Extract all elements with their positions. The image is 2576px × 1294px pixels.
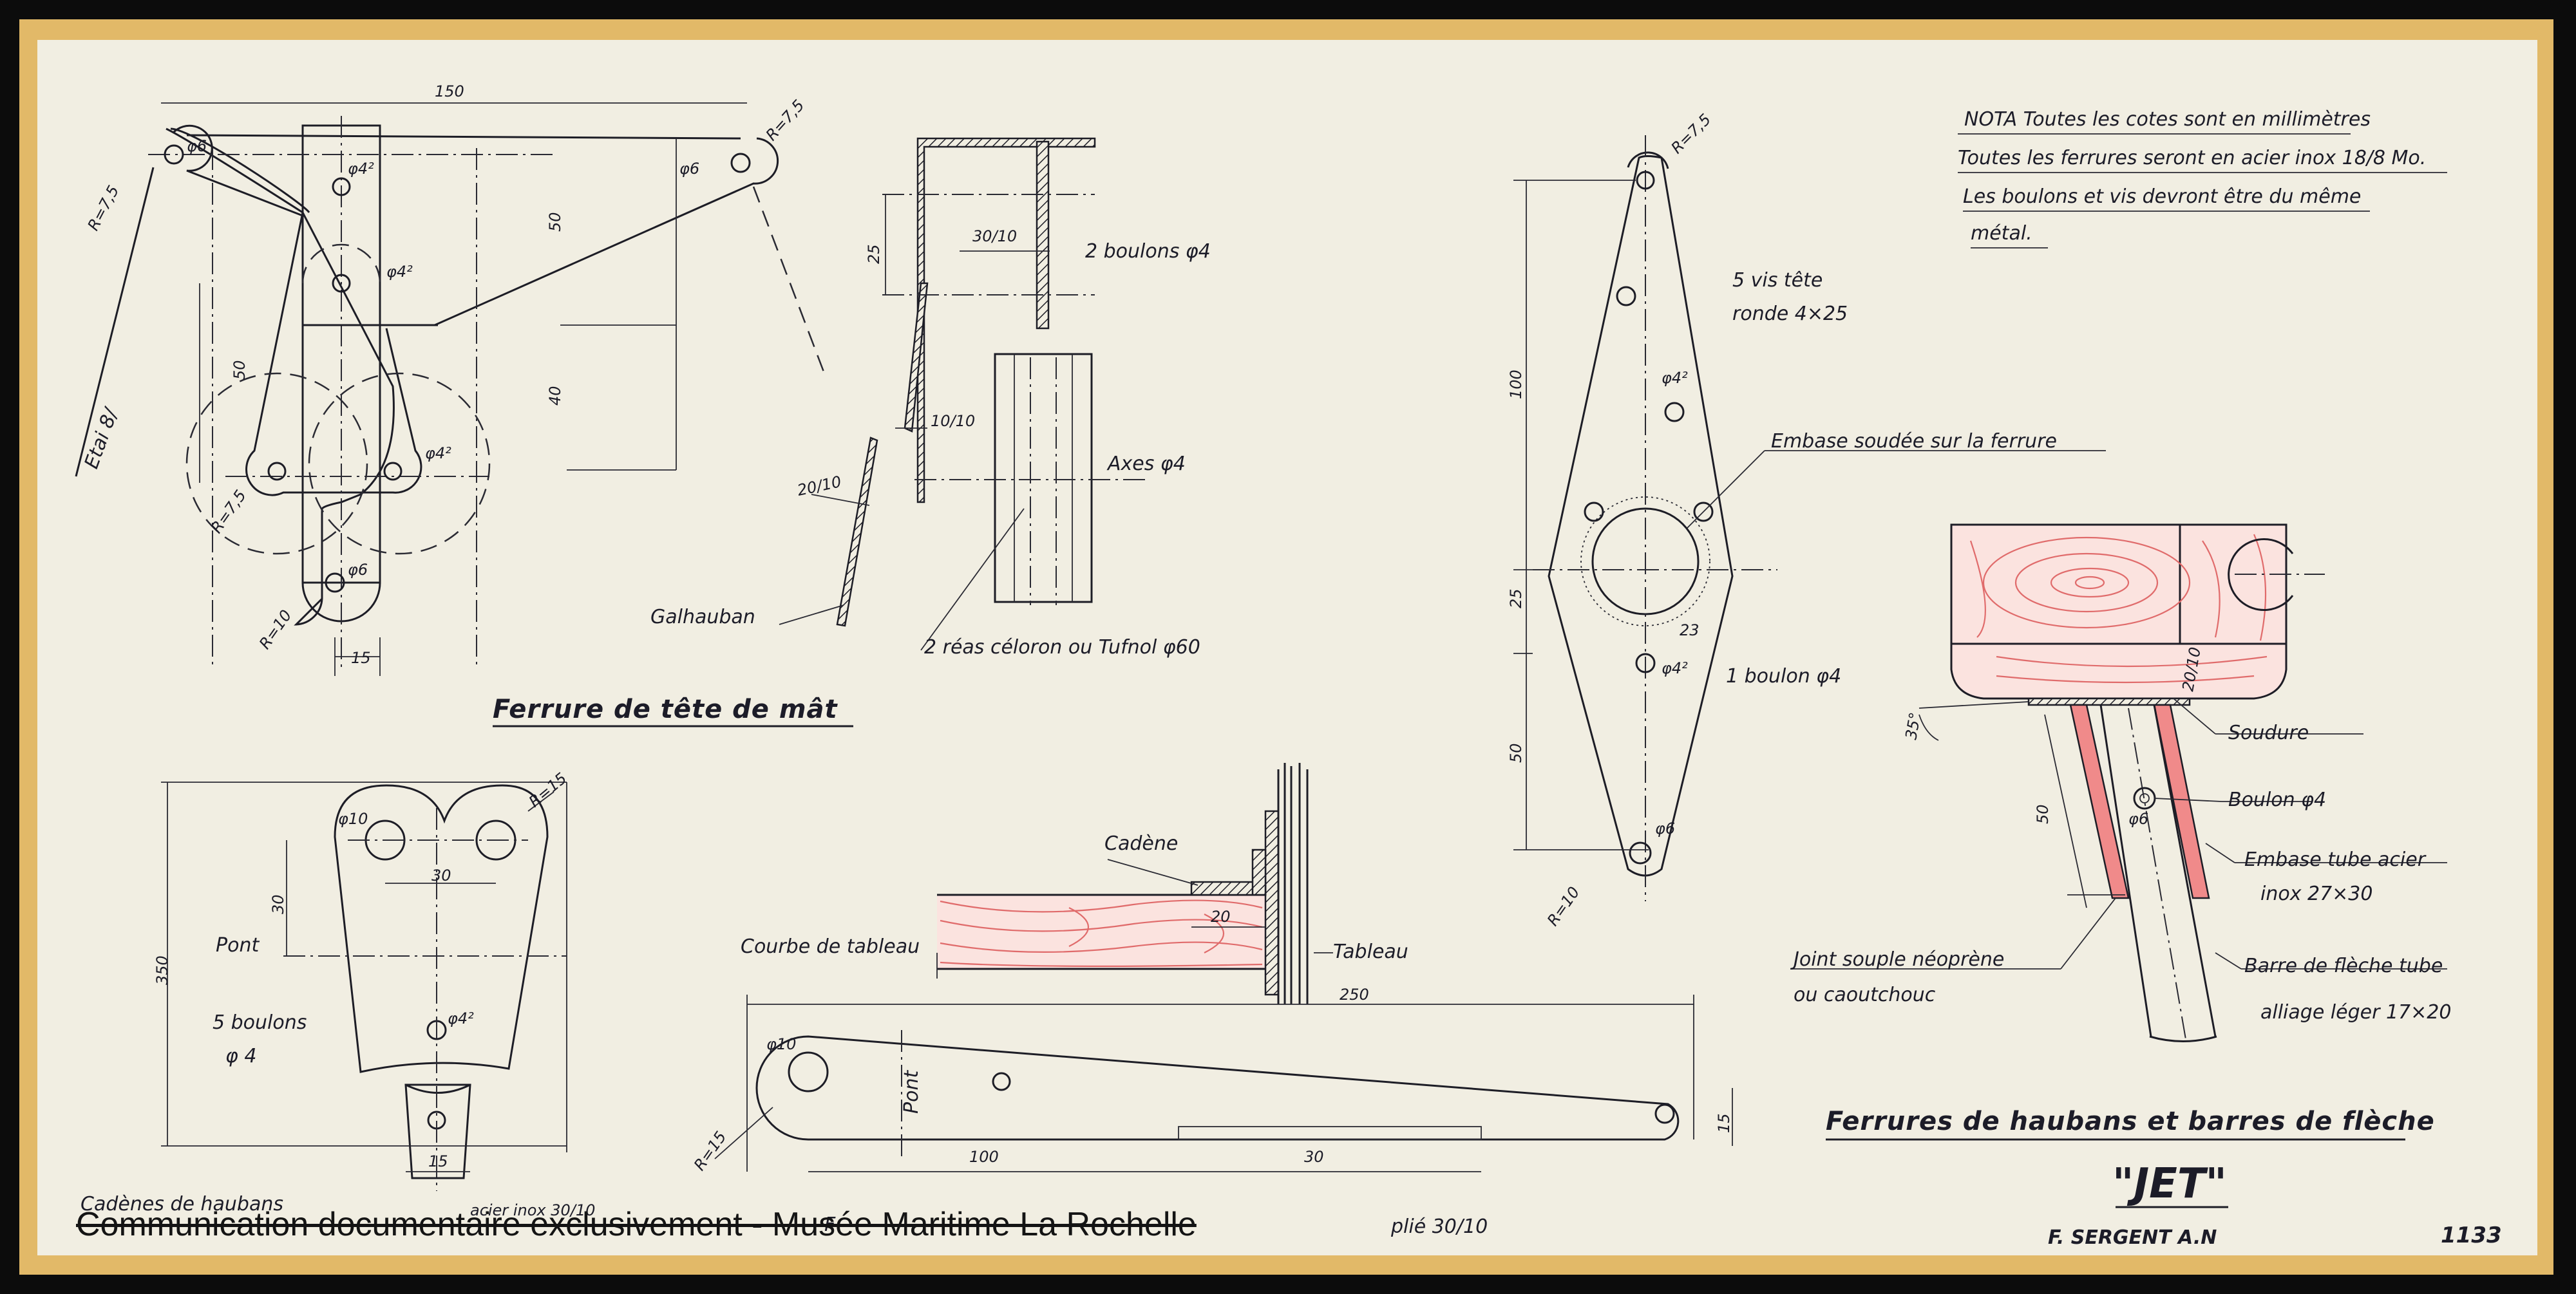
dim-25-bracket: 25 — [865, 244, 883, 264]
note-line3: Les boulons et vis devront être du même — [1963, 185, 2361, 208]
dim-10-10: 10/10 — [931, 412, 975, 430]
bottom-strap — [714, 995, 1733, 1172]
dim-15-strap: 15 — [1715, 1113, 1733, 1133]
dim-250: 250 — [1340, 986, 1369, 1004]
dim-phi6-bottom: φ6 — [348, 561, 368, 579]
dim-50-left: 50 — [231, 360, 249, 380]
dim-23: 23 — [1680, 621, 1700, 639]
note-line4: métal. — [1971, 222, 2032, 245]
dim-phi4-chain: φ4² — [448, 1009, 474, 1027]
label-soudure: Soudure — [2228, 722, 2309, 744]
dim-30-chain: 30 — [269, 894, 287, 914]
dim-15-chain: 15 — [428, 1152, 448, 1170]
label-galhauban: Galhauban — [650, 606, 755, 628]
label-tableau: Tableau — [1333, 941, 1408, 963]
dim-100: 100 — [1507, 370, 1525, 399]
label-embase-tube-line2: inox 27×30 — [2260, 883, 2372, 905]
dim-30-strap: 30 — [1304, 1148, 1324, 1166]
caption-fold-note: plié 30/10 — [1390, 1215, 1488, 1238]
boat-name: "JET" — [2112, 1160, 2227, 1208]
title-masthead-fitting: Ferrure de tête de mât — [493, 695, 838, 724]
label-courbe: Courbe de tableau — [741, 935, 920, 958]
dim-50-spreader: 50 — [1507, 743, 1525, 763]
chainplate-view — [161, 782, 567, 1191]
dim-phi10-chain: φ10 — [338, 810, 368, 828]
dim-phi6-tube: φ6 — [2128, 810, 2148, 828]
sheet-number: 1133 — [2441, 1223, 2502, 1248]
label-boulon-phi4: Boulon φ4 — [2228, 789, 2326, 811]
dim-phi6-spreader: φ6 — [1655, 820, 1675, 838]
label-barre-line1: Barre de flèche tube — [2244, 955, 2443, 977]
dim-phi6-top-left: φ6 — [187, 137, 207, 155]
dim-30-10: 30/10 — [972, 227, 1017, 245]
note-line1: NOTA Toutes les cotes sont en millimètre… — [1964, 108, 2371, 131]
label-screws-line2: ronde 4×25 — [1732, 303, 1848, 325]
dim-40-right: 40 — [546, 386, 564, 406]
dim-25-spreader: 25 — [1507, 588, 1525, 608]
label-sheaves: 2 réas céloron ou Tufnol φ60 — [924, 636, 1200, 659]
dim-30-chain-h: 30 — [431, 867, 451, 885]
dim-100-strap: 100 — [969, 1148, 999, 1166]
label-screws-line1: 5 vis tête — [1732, 269, 1823, 292]
dim-15-bottom: 15 — [351, 649, 371, 667]
note-line2: Toutes les ferrures seront en acier inox… — [1958, 147, 2426, 169]
dim-150: 150 — [435, 82, 464, 100]
label-embase-tube-line1: Embase tube acier — [2244, 849, 2427, 871]
label-five-bolts-line1: 5 boulons — [213, 1011, 307, 1034]
dim-phi6-top-right: φ6 — [679, 160, 699, 178]
title-shroud-fittings: Ferrures de haubans et barres de flèche — [1826, 1107, 2435, 1136]
dim-phi10-strap: φ10 — [766, 1035, 796, 1053]
label-joint-line1: Joint souple néoprène — [1790, 948, 2004, 971]
caption-chainplate-note: acier inox 30/10 — [470, 1201, 595, 1219]
label-embase: Embase soudée sur la ferrure — [1771, 430, 2057, 453]
general-notes: NOTA Toutes les cotes sont en millimètre… — [1958, 108, 2447, 248]
masthead-bracket-side-view — [779, 137, 1146, 651]
dim-phi4-spreader-top: φ4² — [1662, 369, 1688, 387]
dim-phi4-c: φ4² — [425, 444, 451, 462]
dim-phi4-spreader-bottom: φ4² — [1662, 659, 1688, 677]
label-axes: Axes φ4 — [1106, 453, 1186, 475]
transom-detail — [936, 763, 1333, 1004]
label-pont: Pont — [216, 934, 260, 957]
label-pont-vertical: Pont — [900, 1070, 923, 1114]
caption-partial-center: F — [824, 1214, 836, 1236]
dim-phi4-b: φ4² — [386, 263, 413, 281]
label-one-bolt: 1 boulon φ4 — [1726, 665, 1841, 688]
dim-50-right: 50 — [546, 212, 564, 232]
label-five-bolts-line2: φ 4 — [225, 1045, 256, 1067]
label-barre-line2: alliage léger 17×20 — [2260, 1001, 2451, 1024]
dim-phi4-a: φ4² — [348, 160, 374, 178]
archive-watermark: Communication documentaire exclusivement… — [76, 1206, 1197, 1243]
masthead-fitting-front-view — [75, 102, 826, 676]
spreader-root-section — [1790, 523, 2447, 1044]
label-cadene: Cadène — [1104, 832, 1178, 855]
spreader-plate — [1513, 135, 2106, 901]
label-two-bolts: 2 boulons φ4 — [1085, 240, 1211, 263]
caption-chainplates: Cadènes de haubans — [80, 1193, 283, 1215]
author: F. SERGENT A.N — [2048, 1226, 2217, 1249]
dim-50-tube: 50 — [2034, 804, 2052, 824]
dim-20: 20 — [1211, 908, 1231, 926]
dim-350: 350 — [153, 955, 171, 985]
label-joint-line2: ou caoutchouc — [1794, 984, 1936, 1006]
